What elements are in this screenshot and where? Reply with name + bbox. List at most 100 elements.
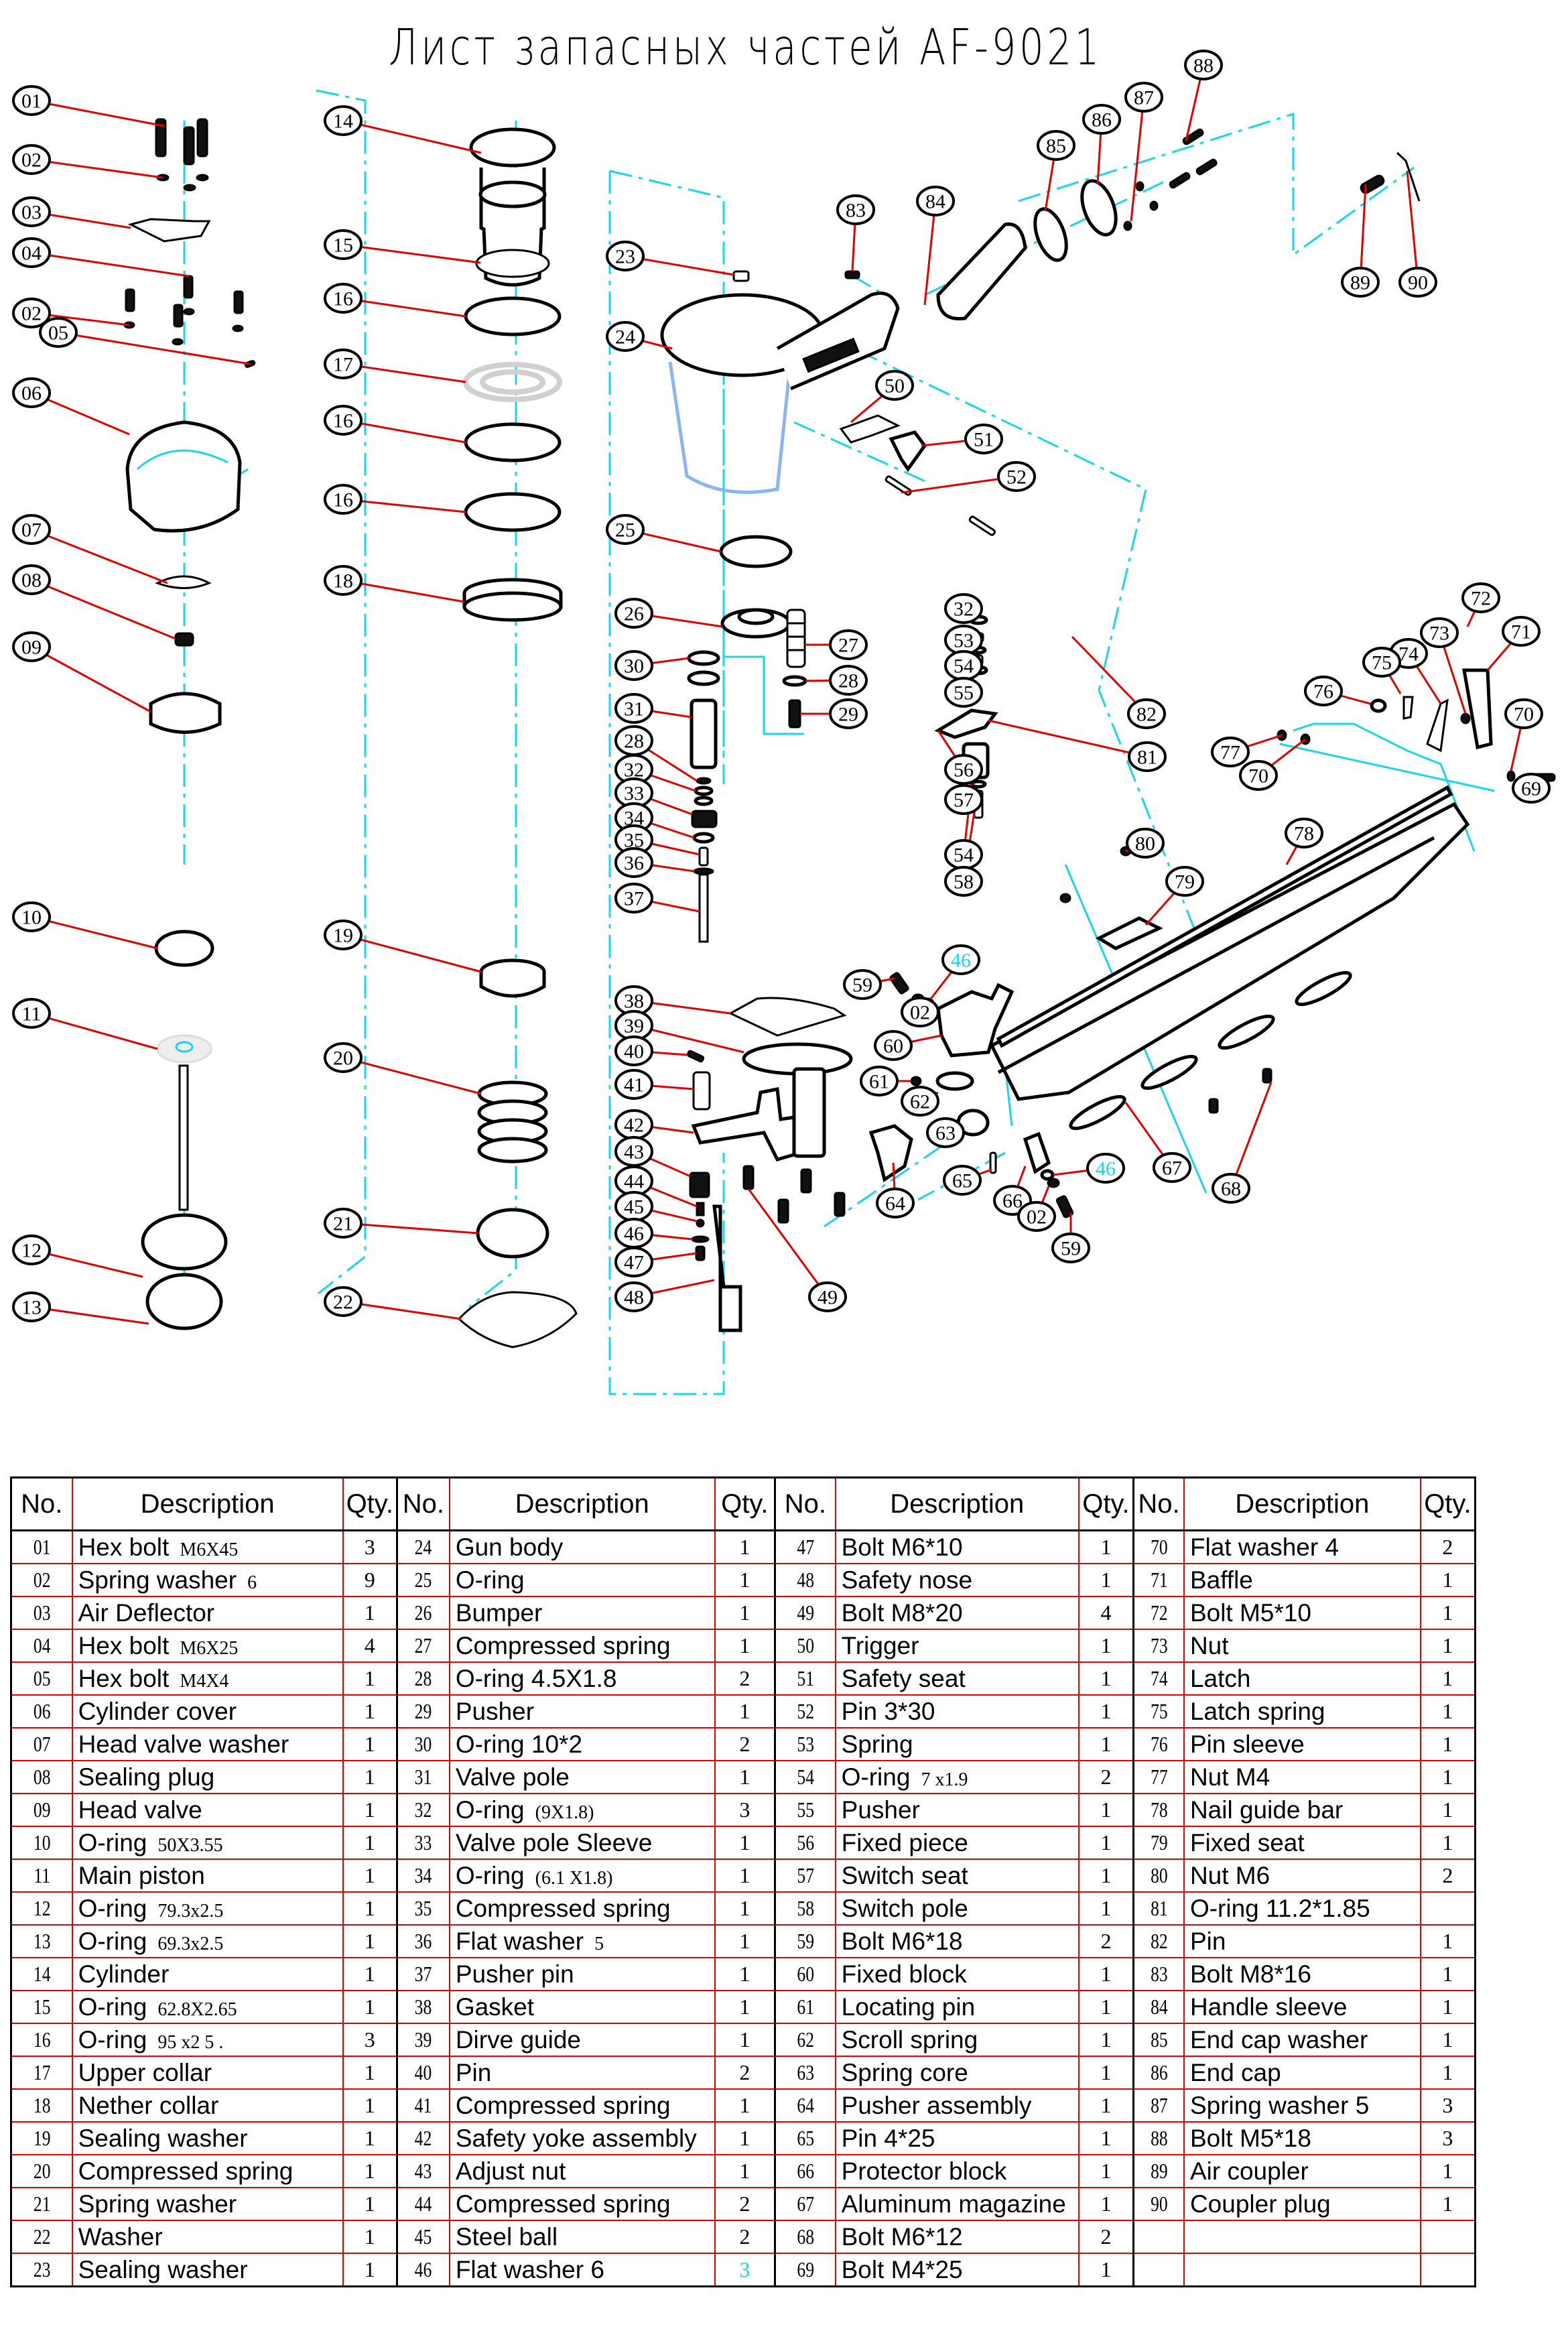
part-number: 07 [16,1727,67,1761]
part-number [1137,2253,1180,2287]
callout-35: 35 [614,824,653,855]
callout-45: 45 [614,1191,653,1222]
callout-circle [964,424,1003,454]
callout-81: 81 [1128,741,1167,772]
callout-label: 70 [1514,704,1534,726]
callout-circle [1362,647,1401,678]
part-number: 71 [1137,1563,1180,1597]
callout-circle [12,144,51,175]
callout-label: 41 [624,1074,644,1096]
part-name: Cylinder cover [78,1697,237,1725]
callout-37: 37 [614,883,653,913]
part-name: Bolt M6*18 [841,1927,963,1955]
callout-66: 66 [993,1185,1032,1216]
part-name: O-ring [455,1861,525,1889]
part-qty: 1 [342,2220,398,2254]
leader-line-17 [342,363,466,383]
part-name: Handle sleeve [1189,1993,1348,2021]
part-number: 56 [780,1826,830,1860]
callout-63: 63 [926,1117,965,1148]
part-qty: 1 [1419,1596,1476,1630]
callout-label: 32 [954,598,974,621]
callout-label: 80 [1135,833,1155,855]
part-number: 37 [401,1957,445,1991]
callout-circle [12,514,51,545]
part-qty: 1 [1077,1661,1134,1696]
part-qty: 1 [342,1661,398,1696]
callout-circle [324,1208,363,1239]
callout-circle [941,944,980,975]
callout-05: 05 [39,317,78,348]
part-qty: 3 [342,1529,398,1564]
callout-label: 83 [846,200,866,222]
callout-circle [829,629,868,660]
callout-30: 30 [614,650,653,681]
part-qty: 2 [1077,1924,1134,1958]
part-spec: M6X25 [180,1637,239,1659]
part-name: Nail guide bar [1189,1795,1344,1824]
leader-line-16b [342,419,466,444]
callout-circle [614,1281,653,1312]
callout-label: 01 [21,90,42,113]
part-number: 52 [780,1694,830,1728]
callout-44: 44 [614,1165,653,1196]
callout-label: 16 [333,288,353,310]
part-spec: 62.8X2.65 [157,1999,237,2020]
callout-label: 12 [21,1240,42,1262]
part-qty: 1 [342,1694,398,1728]
callout-label: 06 [21,383,42,405]
callout-circle [12,298,51,328]
part-description: Pusher [448,1694,716,1728]
part-qty: 1 [1419,2023,1476,2057]
part-qty: 1 [714,1760,776,1794]
callout-label: 46 [624,1223,644,1245]
part-qty: 1 [342,1891,398,1926]
part-name: Adjust nut [455,2157,566,2185]
part-qty: 1 [1419,1957,1476,1991]
part-number: 89 [1137,2154,1180,2188]
callout-circle [1211,737,1250,767]
part-name: Gasket [455,1993,535,2021]
leader-line-49 [747,1188,829,1298]
callout-circle [614,650,653,681]
callout-label: 09 [21,637,42,659]
part-description: Safety yoke assembly [448,2121,716,2155]
part-description: Latch spring [1183,1694,1421,1728]
callout-14: 14 [324,105,363,136]
callout-label: 07 [21,519,42,542]
part-qty: 1 [1077,1858,1134,1893]
callout-circle [606,321,645,352]
part-name: O-ring 4.5X1.8 [455,1664,617,1692]
callout-circle [12,901,51,932]
part-number: 41 [401,2088,445,2123]
callout-label: 90 [1408,272,1428,294]
part-qty: 1 [1419,2056,1476,2090]
callout-54a: 54 [944,650,983,681]
part-qty: 1 [342,2088,398,2123]
part-description: Coupler plug [1183,2187,1421,2221]
part-number: 16 [16,2023,67,2057]
callout-circle [997,461,1036,492]
part-number: 46 [401,2253,445,2287]
callout-71: 71 [1502,616,1541,647]
callout-label: 46 [951,950,971,972]
callout-circle [614,1247,653,1277]
part-description: O-ring 62.8X2.65 [71,1990,344,2024]
part-name: Dirve guide [455,2025,581,2054]
part-description: Head valve [71,1793,344,1827]
callout-circle [843,969,882,1000]
part-number: 42 [401,2121,445,2155]
callout-19: 19 [324,920,363,950]
part-qty: 1 [342,2121,398,2155]
callout-label: 43 [624,1141,644,1163]
callout-label: 70 [1248,765,1268,787]
part-name: Pin 3*30 [841,1697,935,1725]
leader-line-81 [988,719,1148,758]
part-name: O-ring [78,1993,147,2021]
part-number: 76 [1137,1727,1180,1761]
part-number: 14 [16,1957,67,1991]
leader-line-16c [342,498,466,513]
